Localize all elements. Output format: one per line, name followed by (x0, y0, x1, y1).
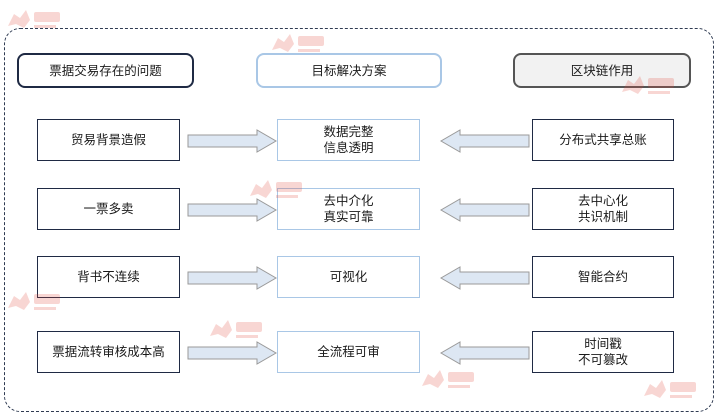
arrow-right-icon (187, 129, 277, 153)
role-4-line-2: 不可篡改 (577, 352, 628, 367)
header-problems: 票据交易存在的问题 (17, 53, 194, 88)
role-2-line-1: 去中心化 (577, 193, 628, 208)
header-solutions-label: 目标解决方案 (311, 62, 387, 78)
header-blockchain-role: 区块链作用 (513, 53, 691, 88)
role-2-line-2: 共识机制 (577, 209, 628, 224)
solution-box-1: 数据完整 信息透明 (277, 119, 420, 161)
header-problems-label: 票据交易存在的问题 (49, 62, 162, 78)
role-box-4: 时间戳 不可篡改 (532, 331, 674, 373)
solution-1-line-1: 数据完整 (323, 124, 374, 139)
problem-box-4: 票据流转审核成本高 (37, 331, 180, 373)
problem-box-2: 一票多卖 (37, 188, 180, 230)
solution-box-4: 全流程可审 (277, 331, 420, 373)
solution-box-2: 去中介化 真实可靠 (277, 188, 420, 230)
solution-4-line-1: 全流程可审 (317, 344, 380, 359)
problem-box-1: 贸易背景造假 (37, 119, 180, 161)
arrow-left-icon (440, 341, 530, 365)
role-3-line-1: 智能合约 (577, 269, 628, 284)
arrow-right-icon (187, 266, 277, 290)
role-box-3: 智能合约 (532, 256, 674, 298)
role-box-2: 去中心化 共识机制 (532, 188, 674, 230)
problem-box-3: 背书不连续 (37, 256, 180, 298)
problem-4-line-1: 票据流转审核成本高 (52, 344, 165, 359)
problem-2-line-1: 一票多卖 (83, 201, 134, 216)
arrow-left-icon (440, 266, 530, 290)
problem-1-line-1: 贸易背景造假 (70, 132, 146, 147)
arrow-left-icon (440, 198, 530, 222)
header-blockchain-role-label: 区块链作用 (570, 62, 634, 78)
solution-3-line-1: 可视化 (329, 269, 368, 284)
role-4-line-1: 时间戳 (584, 336, 622, 351)
outer-dashed-frame (4, 28, 714, 412)
role-1-line-1: 分布式共享总账 (559, 132, 647, 147)
problem-3-line-1: 背书不连续 (77, 269, 140, 284)
arrow-right-icon (187, 341, 277, 365)
solution-1-line-2: 信息透明 (323, 140, 374, 155)
solution-2-line-2: 真实可靠 (323, 209, 374, 224)
header-solutions: 目标解决方案 (256, 53, 442, 88)
solution-2-line-1: 去中介化 (323, 193, 374, 208)
arrow-left-icon (440, 129, 530, 153)
role-box-1: 分布式共享总账 (532, 119, 674, 161)
arrow-right-icon (187, 198, 277, 222)
solution-box-3: 可视化 (277, 256, 420, 298)
